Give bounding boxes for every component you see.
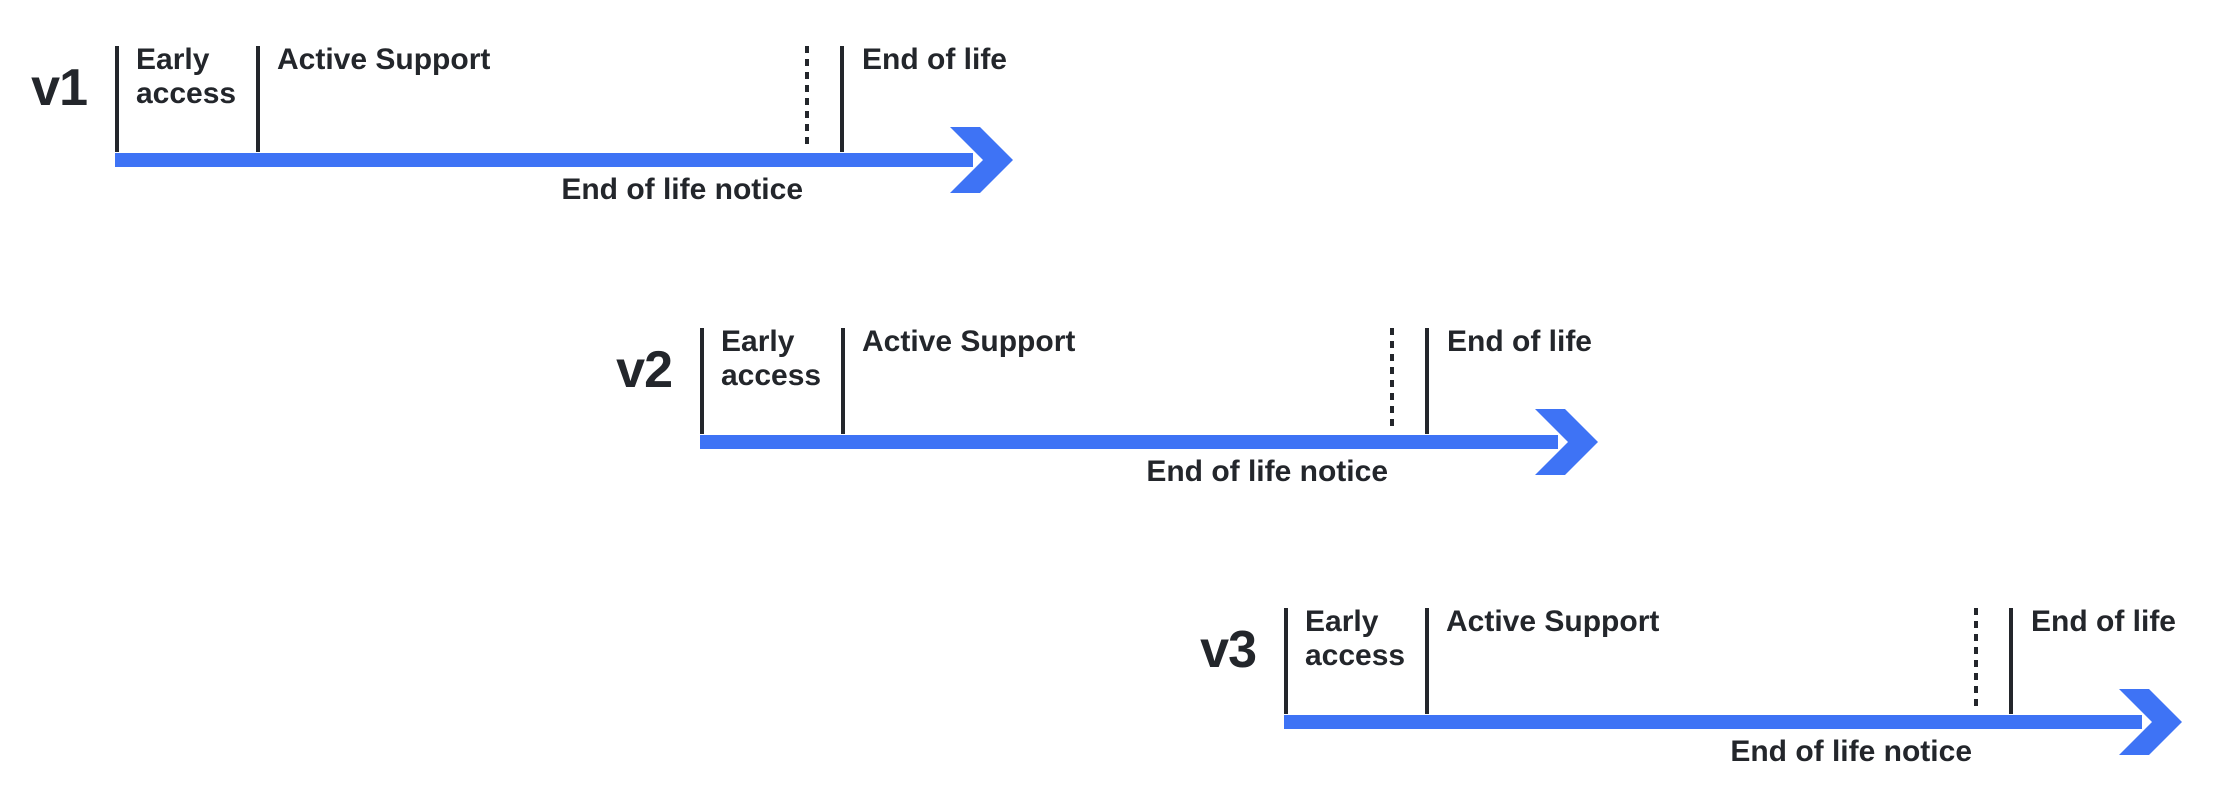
end-of-life-notice-label: End of life notice <box>1146 455 1388 488</box>
active-support-label: Active Support <box>277 43 491 76</box>
end-of-life-tick <box>2009 608 2013 714</box>
timeline-row-v2: v2 Early access Active Support End of li… <box>616 325 1642 503</box>
end-of-life-notice-label: End of life notice <box>1730 735 1972 768</box>
timeline-arrow-bar <box>700 435 1558 449</box>
eol-notice-dashed-tick <box>1974 608 1978 712</box>
active-support-label: Active Support <box>1446 605 1660 638</box>
version-label: v3 <box>1200 621 1257 679</box>
version-label: v2 <box>616 341 673 399</box>
timeline-arrow-bar <box>1284 715 2142 729</box>
end-of-life-label: End of life <box>2031 605 2176 638</box>
end-of-life-notice-label: End of life notice <box>561 173 803 206</box>
timeline-start-tick <box>700 328 704 434</box>
end-of-life-label: End of life <box>862 43 1007 76</box>
end-of-life-tick <box>1425 328 1429 434</box>
active-support-label: Active Support <box>862 325 1076 358</box>
early-access-label: Early access <box>1305 605 1406 672</box>
end-of-life-label: End of life <box>1447 325 1592 358</box>
early-access-end-tick <box>1425 608 1429 714</box>
eol-notice-dashed-tick <box>805 46 809 150</box>
version-label: v1 <box>31 59 88 117</box>
eol-notice-dashed-tick <box>1390 328 1394 432</box>
end-of-life-tick <box>840 46 844 152</box>
early-access-label: Early access <box>721 325 822 392</box>
timeline-row-v1: v1 Early access Active Support End of li… <box>31 43 1057 221</box>
timeline-start-tick <box>1284 608 1288 714</box>
timeline-row-v3: v3 Early access Active Support End of li… <box>1200 605 2226 783</box>
timeline-arrow-bar <box>115 153 973 167</box>
early-access-end-tick <box>256 46 260 152</box>
timeline-start-tick <box>115 46 119 152</box>
early-access-label: Early access <box>136 43 237 110</box>
early-access-end-tick <box>841 328 845 434</box>
